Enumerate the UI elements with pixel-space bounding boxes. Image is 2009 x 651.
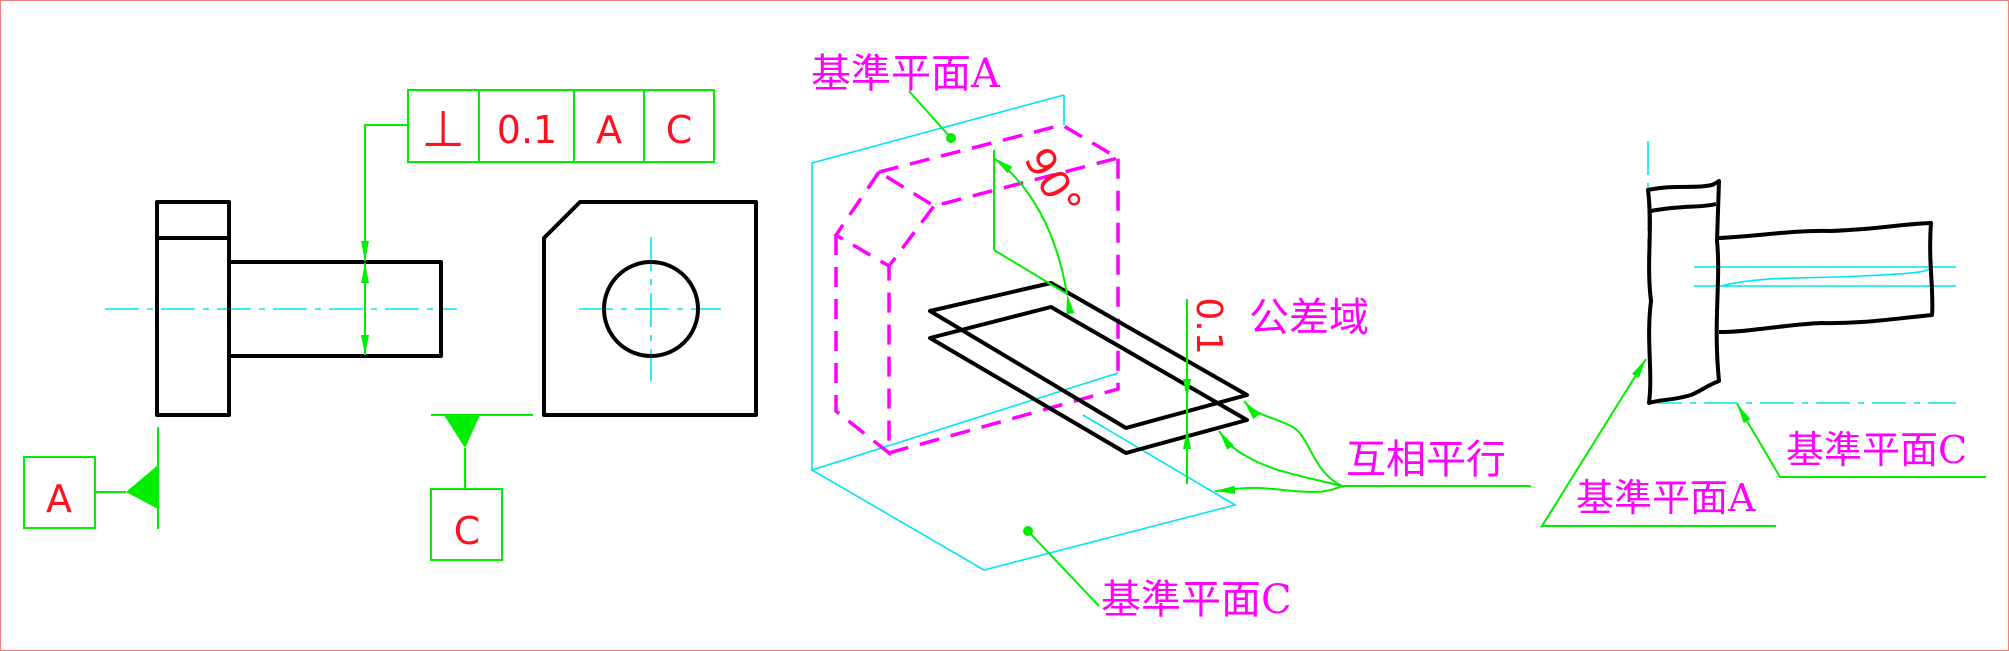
- thickness-dimension: [361, 124, 408, 355]
- angle-label: 90°: [1015, 140, 1090, 224]
- datum-plane-c-label: 基準平面C: [1101, 577, 1292, 623]
- zone-width-dimension: 0.1: [1183, 297, 1229, 484]
- tolerance-value: 0.1: [497, 108, 557, 152]
- right-datum-plane-a-label: 基準平面A: [1576, 476, 1756, 520]
- broken-view-part: [1646, 141, 1956, 405]
- datum-plane-a-label: 基準平面A: [811, 51, 1001, 97]
- angle-dimension: 90°: [993, 140, 1090, 315]
- datum-a-label: A: [46, 477, 72, 521]
- parallel-label: 互相平行: [1346, 437, 1506, 483]
- feature-control-frame: ⊥ 0.1 A C: [407, 89, 715, 163]
- parallel-leader: 互相平行: [1214, 400, 1531, 494]
- datum-ref-1: A: [596, 108, 622, 152]
- iso-datum-planes: [811, 94, 1238, 571]
- datum-ref-2: C: [666, 108, 693, 152]
- datum-a-symbol: A: [23, 427, 159, 529]
- zone-width-label: 0.1: [1188, 297, 1229, 354]
- tolerance-zone-label: 公差域: [1249, 295, 1369, 341]
- datum-c-label: C: [454, 509, 481, 553]
- right-datum-c-leader: 基準平面C: [1736, 403, 1986, 478]
- perpendicularity-symbol: ⊥: [421, 100, 465, 158]
- datum-a-callout: 基準平面A: [811, 51, 1001, 143]
- datum-triangle-icon: [126, 465, 158, 509]
- right-datum-a-leader: 基準平面A: [1540, 358, 1776, 527]
- front-view-part: [105, 200, 457, 417]
- iso-hidden-part: [833, 123, 1123, 457]
- datum-c-callout: 基準平面C: [1023, 526, 1292, 623]
- side-view-part: [542, 200, 758, 417]
- right-datum-plane-c-label: 基準平面C: [1786, 428, 1967, 472]
- datum-triangle-icon: [444, 415, 480, 448]
- datum-c-symbol: C: [430, 414, 533, 561]
